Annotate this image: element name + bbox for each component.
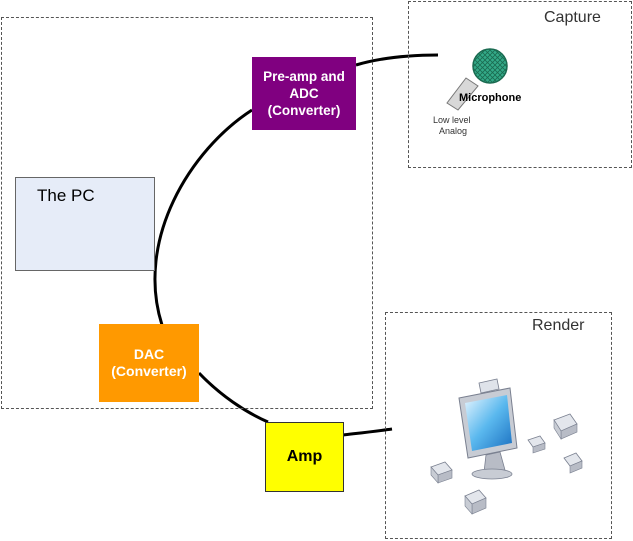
device-bottom-icon — [464, 489, 487, 515]
pc-label: The PC — [37, 186, 95, 205]
amp-node[interactable]: Amp — [265, 422, 344, 492]
render-label: Render — [532, 317, 585, 334]
device-right-middle-icon — [527, 435, 546, 454]
cable-adc-to-dac — [153, 108, 253, 326]
cable-mic-to-adc — [355, 53, 439, 67]
microphone-label: Microphone — [459, 92, 522, 104]
monitor-icon — [458, 387, 518, 480]
cable-dac-to-amp — [197, 371, 269, 424]
preamp-adc-node[interactable]: Pre-amp and ADC (Converter) — [252, 57, 356, 130]
device-right-upper-icon — [553, 413, 578, 441]
capture-label: Capture — [544, 9, 601, 26]
pc-box: The PC — [15, 177, 155, 271]
dac-node[interactable]: DAC (Converter) — [99, 324, 199, 402]
device-left-icon — [430, 461, 453, 484]
device-top-icon — [478, 378, 500, 394]
signal-note-line1: Low level — [433, 115, 471, 125]
device-right-lower-icon — [563, 452, 583, 474]
signal-note-line2: Analog — [439, 126, 468, 136]
pc-region — [1, 17, 373, 409]
cable-amp-to-render — [342, 427, 393, 437]
capture-region — [408, 1, 632, 168]
render-region — [385, 312, 612, 539]
